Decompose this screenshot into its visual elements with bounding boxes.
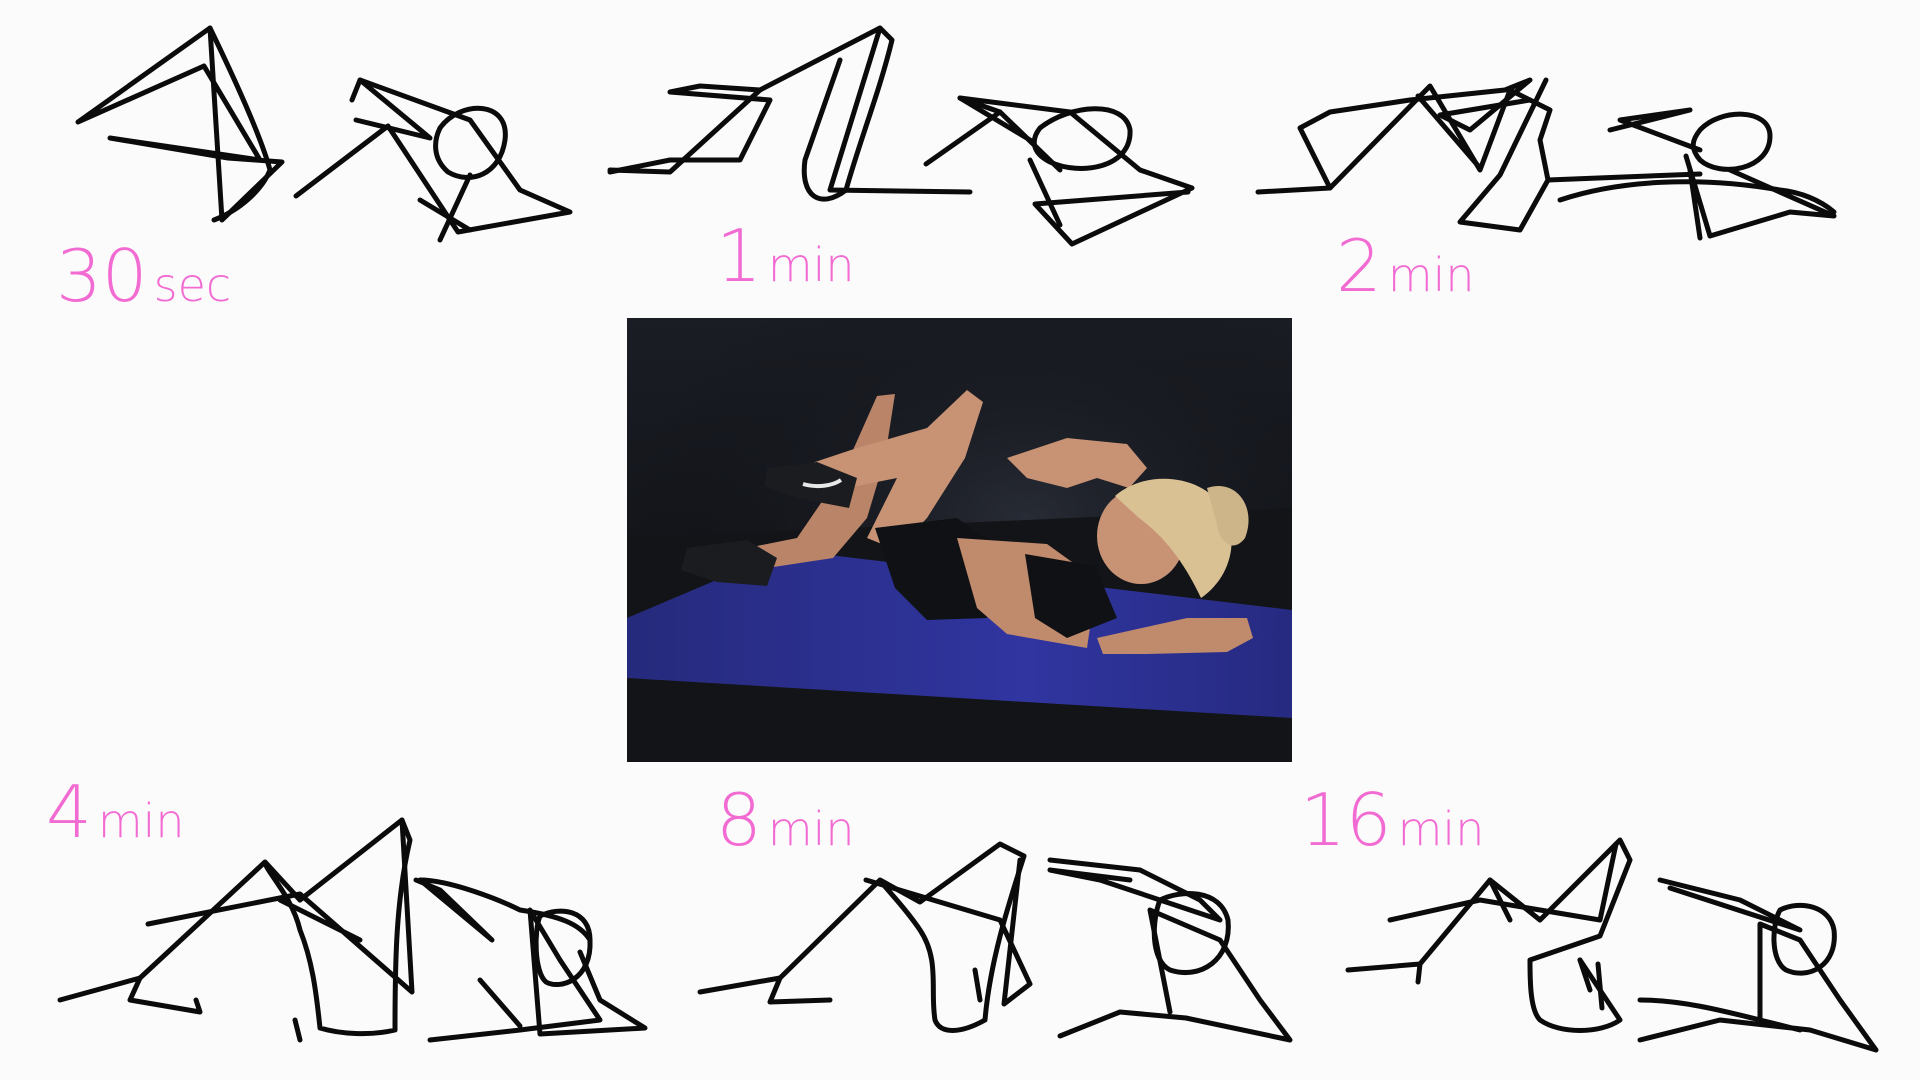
label-unit: min <box>767 802 855 856</box>
photo-image-icon <box>627 318 1292 762</box>
label-number: 2 <box>1336 224 1382 308</box>
photo-sports-bra <box>1025 554 1117 638</box>
photo-swoosh <box>802 478 843 489</box>
sketch-2-min <box>1255 77 1837 241</box>
sketch-16-min <box>1345 837 1879 1053</box>
sketch-30-sec <box>75 25 573 243</box>
photo-ponytail <box>1207 486 1249 546</box>
label-unit: min <box>1387 248 1475 302</box>
photo-shoe-lower <box>681 540 777 586</box>
photo-hair <box>1115 478 1232 598</box>
photo-leg-back <box>737 394 895 568</box>
label-number: 30 <box>56 234 148 318</box>
photo-mat <box>627 550 1292 718</box>
label-number: 16 <box>1300 778 1392 862</box>
photo-elbow-arm <box>1097 618 1253 654</box>
label-unit: min <box>767 238 855 292</box>
photo-arm <box>1007 438 1147 488</box>
exercise-photo <box>627 318 1292 762</box>
sketch-4-min <box>57 817 648 1043</box>
label-unit: min <box>97 794 185 848</box>
label-number: 4 <box>46 770 92 854</box>
label-number: 1 <box>716 214 762 298</box>
photo-leg-front <box>797 390 983 550</box>
sketch-1-min <box>607 25 1195 247</box>
sketch-8-min <box>697 841 1293 1043</box>
label-number: 8 <box>716 778 762 862</box>
label-unit: sec <box>153 258 232 312</box>
label-unit: min <box>1397 802 1485 856</box>
